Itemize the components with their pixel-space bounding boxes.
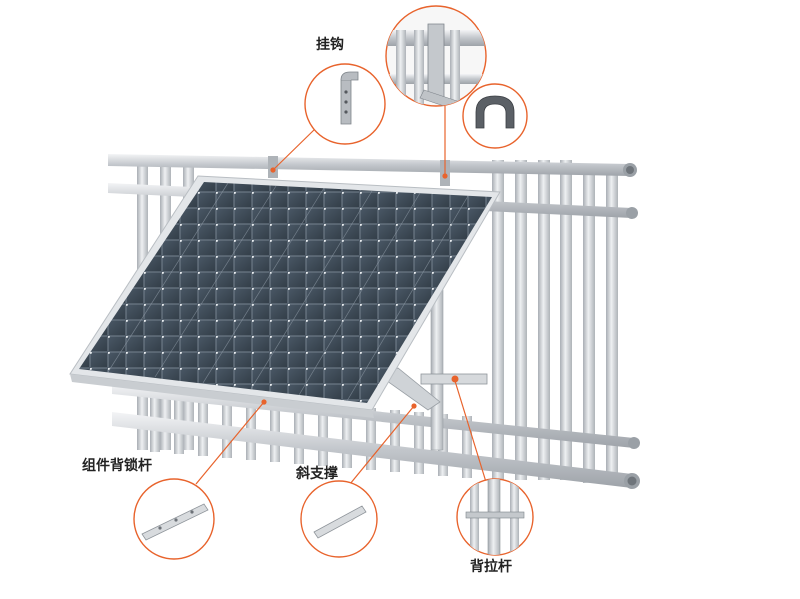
mount-hardware — [268, 156, 488, 451]
label-diagonal-brace: 斜支撑 — [296, 466, 338, 482]
panel-cells — [79, 182, 492, 403]
callout-diagonal-brace — [300, 480, 378, 558]
callout-hook-profile — [462, 83, 528, 149]
solar-panel — [69, 175, 501, 418]
callout-hook-detail — [385, 5, 487, 107]
label-hook: 挂钩 — [316, 37, 344, 53]
callout-leaders — [195, 106, 487, 485]
callout-hook — [304, 63, 386, 145]
callout-back-pull-bar — [456, 478, 534, 556]
back-pull-bar — [430, 289, 444, 451]
callout-module-back-lock-bar — [133, 478, 215, 560]
label-module-back-lock-bar: 组件背锁杆 — [82, 458, 152, 474]
label-back-pull-bar: 背拉杆 — [470, 559, 512, 575]
